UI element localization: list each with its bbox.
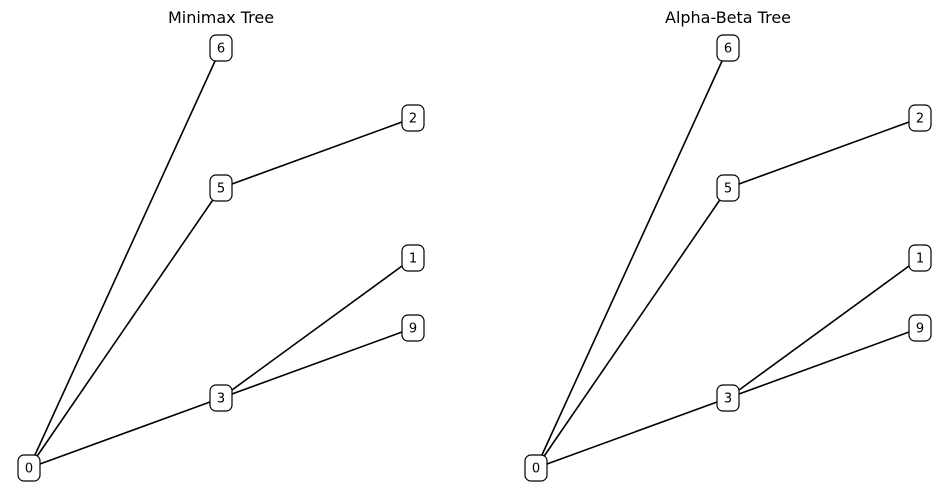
node-box	[716, 174, 740, 202]
minimax-tree-diagram: 0 6 5 3 2 1 9	[17, 34, 425, 482]
node-label: 5	[724, 182, 732, 197]
node-box	[401, 244, 425, 272]
node-label: 5	[217, 182, 225, 197]
node-box	[716, 34, 740, 62]
tree-node: 3	[209, 384, 233, 412]
tree-node: 0	[524, 454, 548, 482]
node-label: 2	[409, 112, 417, 127]
panel-title: Alpha-Beta Tree	[664, 8, 792, 27]
tree-node: 1	[401, 244, 425, 272]
tree-edge	[28, 187, 222, 469]
tree-node: 0	[17, 454, 41, 482]
tree-node: 5	[716, 174, 740, 202]
node-label: 1	[409, 252, 417, 267]
alpha-beta-tree-panel: Alpha-Beta Tree 0 6 5 3 2 1 9	[507, 0, 950, 504]
node-label: 9	[916, 322, 924, 337]
node-box	[209, 384, 233, 412]
tree-node: 1	[908, 244, 932, 272]
tree-node: 9	[908, 314, 932, 342]
node-label: 3	[217, 392, 225, 407]
edges	[28, 47, 414, 469]
tree-edge	[727, 327, 921, 399]
node-box	[908, 104, 932, 132]
node-label: 9	[409, 322, 417, 337]
tree-node: 3	[716, 384, 740, 412]
node-label: 0	[532, 462, 540, 477]
node-box	[716, 384, 740, 412]
node-label: 1	[916, 252, 924, 267]
node-box	[401, 104, 425, 132]
tree-node: 2	[401, 104, 425, 132]
node-box	[17, 454, 41, 482]
panel-title: Minimax Tree	[167, 8, 275, 27]
tree-edge	[727, 257, 921, 399]
node-box	[908, 314, 932, 342]
tree-edge	[535, 397, 729, 469]
alpha-beta-tree-diagram: 0 6 5 3 2 1 9	[524, 34, 932, 482]
node-box	[908, 244, 932, 272]
tree-edge	[220, 327, 414, 399]
node-box	[209, 174, 233, 202]
node-box	[209, 34, 233, 62]
node-box	[401, 314, 425, 342]
tree-edge	[28, 397, 222, 469]
tree-node: 5	[209, 174, 233, 202]
node-label: 3	[724, 392, 732, 407]
minimax-tree-panel: Minimax Tree 0 6 5 3 2 1 9	[17, 8, 425, 482]
tree-edge	[220, 257, 414, 399]
tree-edge	[535, 47, 729, 469]
tree-node: 6	[209, 34, 233, 62]
node-label: 2	[916, 112, 924, 127]
tree-node: 2	[908, 104, 932, 132]
tree-edge	[535, 187, 729, 469]
tree-edge	[220, 117, 414, 189]
node-label: 0	[25, 462, 33, 477]
node-label: 6	[217, 42, 225, 57]
tree-node: 6	[716, 34, 740, 62]
tree-edge	[727, 117, 921, 189]
tree-edge	[28, 47, 222, 469]
edges	[535, 47, 921, 469]
tree-node: 9	[401, 314, 425, 342]
node-box	[524, 454, 548, 482]
node-label: 6	[724, 42, 732, 57]
